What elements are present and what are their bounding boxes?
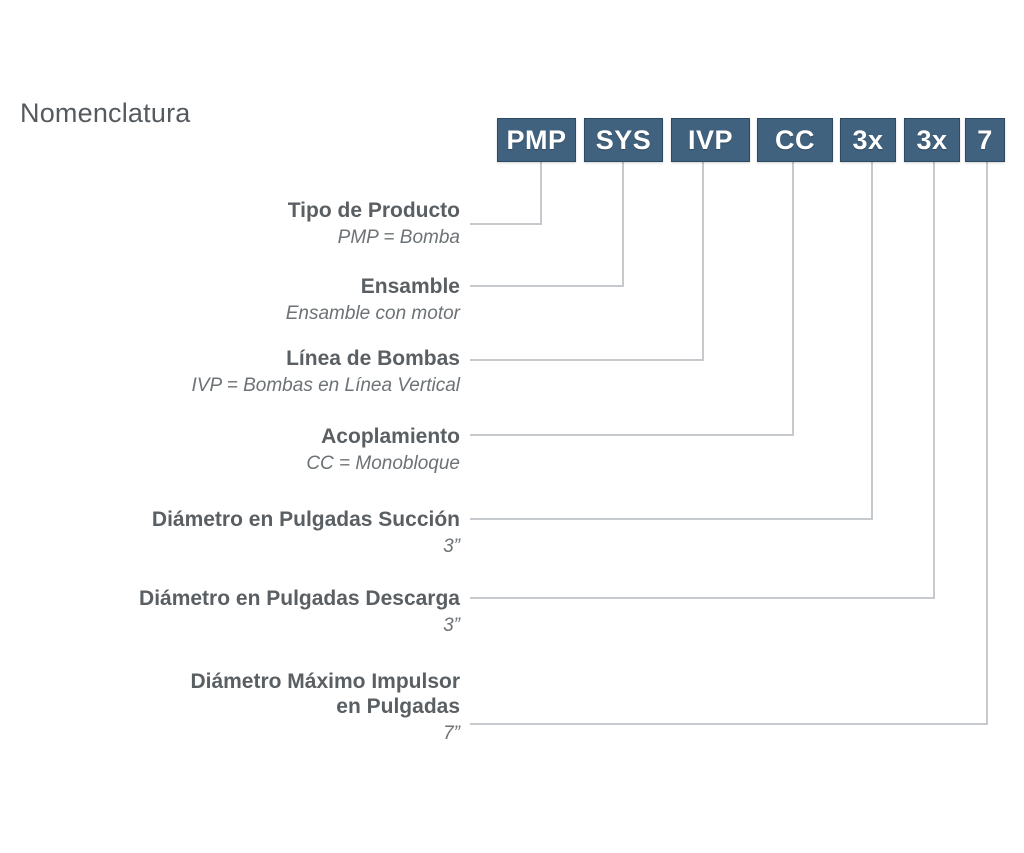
label-sub-3: CC = Monobloque [306, 453, 460, 474]
label-main-2: Línea de Bombas [286, 347, 460, 370]
label-main-4: Diámetro en Pulgadas Succión [151, 508, 460, 531]
connector-0 [470, 162, 542, 225]
label-row-6: Diámetro Máximo Impulsor en Pulgadas 7” [0, 669, 460, 746]
label-main-3: Acoplamiento [321, 425, 460, 448]
code-box-cc-3[interactable]: CC [757, 118, 833, 162]
connector-1 [470, 162, 624, 287]
label-sub-2: IVP = Bombas en Línea Vertical [191, 375, 460, 396]
label-sub-4: 3” [443, 536, 460, 557]
label-row-5: Diámetro en Pulgadas Descarga 3” [0, 586, 460, 638]
code-box-3x-4[interactable]: 3x [840, 118, 896, 162]
label-row-4: Diámetro en Pulgadas Succión 3” [0, 507, 460, 559]
connector-4 [470, 162, 873, 520]
code-box-sys-1[interactable]: SYS [584, 118, 663, 162]
label-sub-1: Ensamble con motor [285, 303, 460, 324]
page-title: Nomenclatura [20, 98, 191, 128]
code-box-ivp-2[interactable]: IVP [671, 118, 750, 162]
connector-2 [470, 162, 704, 361]
label-main-5: Diámetro en Pulgadas Descarga [139, 587, 460, 610]
label-main-6: Diámetro Máximo Impulsor en Pulgadas [190, 670, 460, 718]
connector-3 [470, 162, 794, 436]
connector-5 [470, 162, 935, 599]
label-main-0: Tipo de Producto [287, 199, 460, 222]
label-row-3: Acoplamiento CC = Monobloque [0, 424, 460, 476]
code-box-pmp-0[interactable]: PMP [497, 118, 576, 162]
code-box-3x-5[interactable]: 3x [904, 118, 960, 162]
code-box-7-6[interactable]: 7 [965, 118, 1005, 162]
label-main-1: Ensamble [360, 275, 460, 298]
label-sub-0: PMP = Bomba [337, 227, 460, 248]
label-sub-5: 3” [443, 615, 460, 636]
connector-6 [470, 162, 988, 725]
label-sub-6: 7” [443, 723, 460, 744]
